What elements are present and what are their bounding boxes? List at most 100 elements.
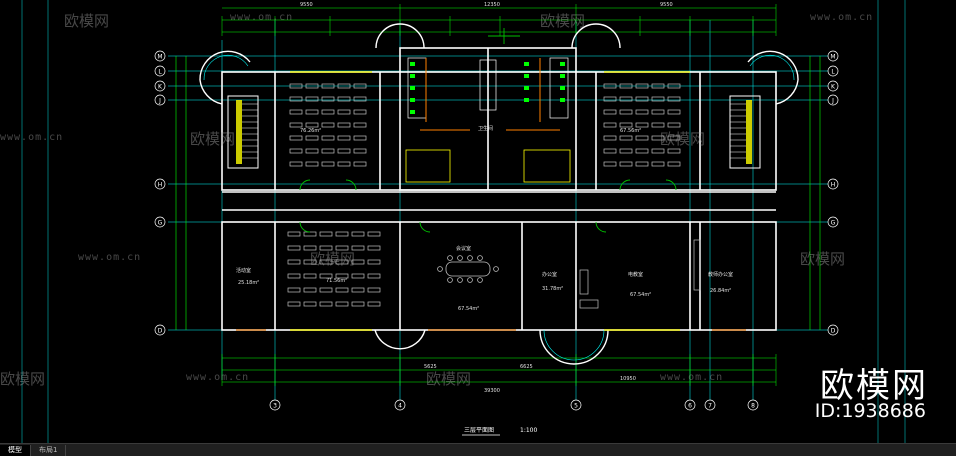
axis-label: L	[158, 69, 162, 76]
room-left-bottom: 活动室	[236, 267, 251, 274]
desk	[337, 135, 351, 141]
axis-bubble	[394, 399, 406, 411]
desk	[619, 83, 633, 89]
desk	[337, 96, 351, 102]
axis-label: L	[831, 69, 835, 76]
desk	[367, 287, 381, 293]
watermark-url-faint: www.om.cn	[0, 132, 64, 143]
axis-bubble	[827, 65, 839, 77]
dim-bottom-right: 10950	[620, 376, 636, 382]
desk	[667, 122, 681, 128]
outer-guides	[21, 0, 906, 444]
stair-right	[729, 95, 761, 169]
desk	[651, 148, 665, 154]
desk	[305, 135, 319, 141]
drawing-title: 三层平面图	[464, 427, 494, 434]
room-labels: 76.26m² 67.56m² 活动室 25.18m² 71.56m² 会议室 …	[236, 125, 733, 312]
desk	[321, 122, 335, 128]
drawing-scale: 1:100	[520, 427, 537, 434]
desk	[287, 245, 301, 251]
tab-layout-1[interactable]: 布局1	[31, 444, 67, 456]
desk	[367, 273, 381, 279]
desk	[651, 122, 665, 128]
axis-label: D	[831, 328, 836, 335]
room-meeting: 会议室	[456, 245, 471, 252]
axis-bubble	[570, 399, 582, 411]
desk	[353, 83, 367, 89]
desk	[303, 273, 317, 279]
axis-bubble	[154, 216, 166, 228]
dimension-lines	[175, 7, 821, 383]
desk	[353, 96, 367, 102]
axis-bubble	[704, 399, 716, 411]
desk	[303, 245, 317, 251]
desk	[289, 161, 303, 167]
axis-label: H	[831, 182, 836, 189]
area-mid-left: 71.56m²	[326, 278, 347, 284]
axis-bubble	[827, 178, 839, 190]
dim-right-segment: 9550	[660, 2, 673, 8]
desk	[321, 83, 335, 89]
watermark-url-faint: www.om.cn	[660, 372, 724, 383]
watermark-brand-faint: 欧模网	[540, 12, 586, 30]
desk	[667, 135, 681, 141]
desk	[651, 161, 665, 167]
desk	[337, 83, 351, 89]
desk	[667, 96, 681, 102]
desk	[319, 245, 333, 251]
desk	[367, 259, 381, 265]
desk	[289, 135, 303, 141]
desk	[287, 301, 301, 307]
desk	[335, 301, 349, 307]
watermark-brand-faint: 欧模网	[800, 250, 846, 268]
axis-bubble	[827, 80, 839, 92]
desk	[287, 259, 301, 265]
desk	[667, 161, 681, 167]
axis-label: H	[158, 182, 163, 189]
area-mid-right: 31.78m²	[542, 286, 563, 292]
dimension-labels: 12350 9550 9550 39300 5625 6625 10950	[300, 2, 673, 394]
desk	[619, 161, 633, 167]
desk	[287, 273, 301, 279]
desk	[353, 109, 367, 115]
axis-bubble	[154, 178, 166, 190]
desk	[337, 122, 351, 128]
axis-label: K	[158, 84, 163, 91]
desk	[667, 148, 681, 154]
axis-label: 6	[688, 403, 692, 410]
room-right-mid: 电教室	[628, 271, 643, 278]
desk	[335, 259, 349, 265]
desk	[305, 161, 319, 167]
desk	[351, 259, 365, 265]
watermark-url-faint: www.om.cn	[186, 372, 250, 383]
axis-label: 3	[273, 403, 277, 410]
axis-label: 4	[398, 403, 402, 410]
building-walls	[221, 47, 777, 331]
desk	[603, 161, 617, 167]
tab-model[interactable]: 模型	[0, 444, 31, 456]
desk	[353, 135, 367, 141]
room-toilet: 卫生间	[478, 125, 493, 132]
desk	[635, 109, 649, 115]
axis-bubble	[154, 50, 166, 62]
watermark-brand-faint: 欧模网	[64, 12, 110, 30]
desk	[305, 96, 319, 102]
dim-top-total: 12350	[484, 2, 500, 8]
desk	[337, 161, 351, 167]
watermark-url-faint: www.om.cn	[230, 12, 294, 23]
desk	[603, 148, 617, 154]
desk	[603, 109, 617, 115]
desk	[319, 287, 333, 293]
desk	[651, 96, 665, 102]
desk	[305, 148, 319, 154]
desk	[635, 135, 649, 141]
curved-bay-inner	[203, 54, 795, 361]
watermark-brand-faint: 欧模网	[426, 370, 472, 388]
axis-bubble	[269, 399, 281, 411]
stair-left	[227, 95, 259, 169]
area-right-bottom: 26.84m²	[710, 288, 731, 294]
desk	[319, 273, 333, 279]
